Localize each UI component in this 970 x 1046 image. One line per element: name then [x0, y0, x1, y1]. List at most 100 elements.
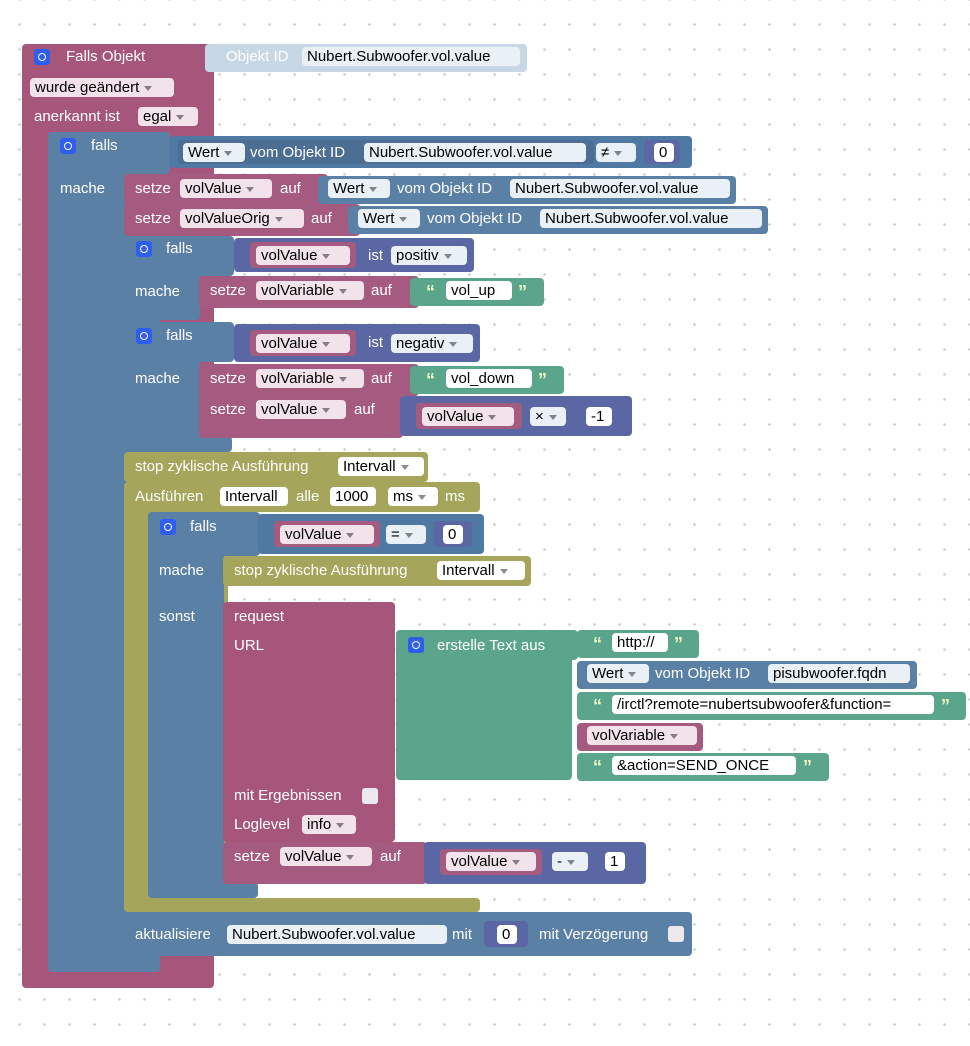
auf-label: auf [380, 848, 401, 865]
variable-dropdown[interactable]: volVariable [256, 281, 364, 300]
stop-label: stop zyklische Ausführung [234, 562, 408, 579]
wert-dropdown[interactable]: Wert [587, 664, 649, 683]
interval-dropdown[interactable]: Intervall [437, 561, 525, 580]
url-label: URL [234, 637, 265, 654]
loglevel-dropdown[interactable]: info [302, 815, 356, 834]
setze-label: setze [210, 370, 246, 387]
text-join-header [396, 630, 578, 660]
if-sonst-label: sonst [159, 608, 195, 625]
loglevel-label: Loglevel [234, 816, 290, 833]
compare-operator-dropdown[interactable]: ≠ [596, 143, 636, 162]
if-falls-label: falls [166, 240, 193, 257]
wert-dropdown[interactable]: Wert [358, 209, 420, 228]
text-field[interactable]: vol_up [446, 281, 512, 300]
compare-operator-dropdown[interactable]: = [386, 525, 426, 544]
if-block-zero-footer [148, 882, 258, 898]
property-dropdown[interactable]: negativ [391, 334, 473, 353]
interval-name-field[interactable]: Intervall [220, 487, 288, 506]
if-block-zero[interactable] [148, 512, 224, 898]
ms-suffix-label: ms [445, 488, 465, 505]
interval-ms-field[interactable]: 1000 [330, 487, 376, 506]
ist-label: ist [368, 247, 383, 264]
gear-icon[interactable] [34, 49, 50, 65]
interval-label: Ausführen [135, 488, 204, 505]
setze-label: setze [135, 210, 171, 227]
trigger-block-footer [22, 972, 214, 986]
close-quote-icon: ” [803, 757, 812, 777]
object-id-field[interactable]: Nubert.Subwoofer.vol.value [227, 925, 447, 944]
auf-label: auf [371, 370, 392, 387]
wert-dropdown[interactable]: Wert [183, 143, 245, 162]
text-field[interactable]: &action=SEND_ONCE [612, 756, 796, 775]
close-quote-icon: ” [674, 634, 683, 654]
variable-dropdown[interactable]: volVariable [256, 369, 364, 388]
object-id-field[interactable]: Nubert.Subwoofer.vol.value [540, 209, 762, 228]
variable-dropdown[interactable]: volValue [180, 179, 272, 198]
open-quote-icon: “ [426, 370, 435, 390]
close-quote-icon: ” [941, 696, 950, 716]
variable-dropdown[interactable]: volValue [280, 847, 372, 866]
auf-label: auf [371, 282, 392, 299]
gear-icon[interactable] [136, 328, 152, 344]
close-quote-icon: ” [538, 370, 547, 390]
wert-dropdown[interactable]: Wert [328, 179, 390, 198]
update-label: aktualisiere [135, 926, 211, 943]
request-label: request [234, 608, 285, 625]
changed-dropdown[interactable]: wurde geändert [30, 78, 174, 97]
gear-icon[interactable] [136, 241, 152, 257]
property-dropdown[interactable]: positiv [391, 246, 467, 265]
auf-label: auf [311, 210, 332, 227]
open-quote-icon: “ [426, 282, 435, 302]
interval-dropdown[interactable]: Intervall [338, 457, 424, 476]
if-mache-label: mache [135, 370, 181, 387]
math-operator-dropdown[interactable]: - [552, 852, 588, 871]
variable-dropdown[interactable]: volValue [422, 407, 514, 426]
variable-dropdown[interactable]: volValue [256, 246, 350, 265]
gear-icon[interactable] [408, 637, 424, 653]
math-operator-dropdown[interactable]: × [530, 407, 566, 426]
variable-dropdown[interactable]: volValue [280, 525, 374, 544]
vom-objekt-label: vom Objekt ID [397, 180, 493, 197]
gear-icon[interactable] [160, 519, 176, 535]
if-falls-label: falls [91, 137, 118, 154]
unit-dropdown[interactable]: ms [388, 487, 438, 506]
delay-checkbox[interactable] [668, 926, 684, 942]
vom-objekt-label: vom Objekt ID [250, 144, 346, 161]
number-field[interactable]: 0 [443, 525, 463, 544]
text-field[interactable]: http:// [612, 633, 668, 652]
interval-block-footer [124, 898, 480, 912]
object-id-field[interactable]: Nubert.Subwoofer.vol.value [364, 143, 586, 162]
if-falls-label: falls [166, 327, 193, 344]
if-mache-label: mache [60, 180, 106, 197]
text-field[interactable]: vol_down [446, 369, 532, 388]
gear-icon[interactable] [60, 138, 76, 154]
auf-label: auf [354, 401, 375, 418]
object-id-field[interactable]: Nubert.Subwoofer.vol.value [510, 179, 730, 198]
alle-label: alle [296, 488, 320, 505]
open-quote-icon: “ [593, 634, 602, 654]
results-checkbox[interactable] [362, 788, 378, 804]
variable-dropdown[interactable]: volVariable [587, 726, 697, 745]
variable-dropdown[interactable]: volValueOrig [180, 209, 304, 228]
ack-dropdown[interactable]: egal [138, 107, 198, 126]
number-field[interactable]: 0 [497, 925, 517, 944]
text-join-label: erstelle Text aus [437, 637, 546, 654]
trigger-object-id-field[interactable]: Nubert.Subwoofer.vol.value [302, 47, 520, 66]
open-quote-icon: “ [593, 757, 602, 777]
trigger-title: Falls Objekt [66, 48, 146, 65]
delay-label: mit Verzögerung [539, 926, 649, 943]
number-field[interactable]: -1 [586, 407, 612, 426]
results-label: mit Ergebnissen [234, 787, 342, 804]
variable-dropdown[interactable]: volValue [256, 334, 350, 353]
number-field[interactable]: 0 [654, 143, 674, 162]
object-id-field[interactable]: pisubwoofer.fqdn [768, 664, 910, 683]
variable-dropdown[interactable]: volValue [446, 852, 536, 871]
setze-label: setze [210, 282, 246, 299]
number-field[interactable]: 1 [605, 852, 625, 871]
auf-label: auf [280, 180, 301, 197]
if-mache-label: mache [135, 283, 181, 300]
variable-dropdown[interactable]: volValue [256, 400, 346, 419]
vom-objekt-label: vom Objekt ID [427, 210, 523, 227]
text-field[interactable]: /irctl?remote=nubertsubwoofer&function= [612, 695, 934, 714]
open-quote-icon: “ [593, 696, 602, 716]
